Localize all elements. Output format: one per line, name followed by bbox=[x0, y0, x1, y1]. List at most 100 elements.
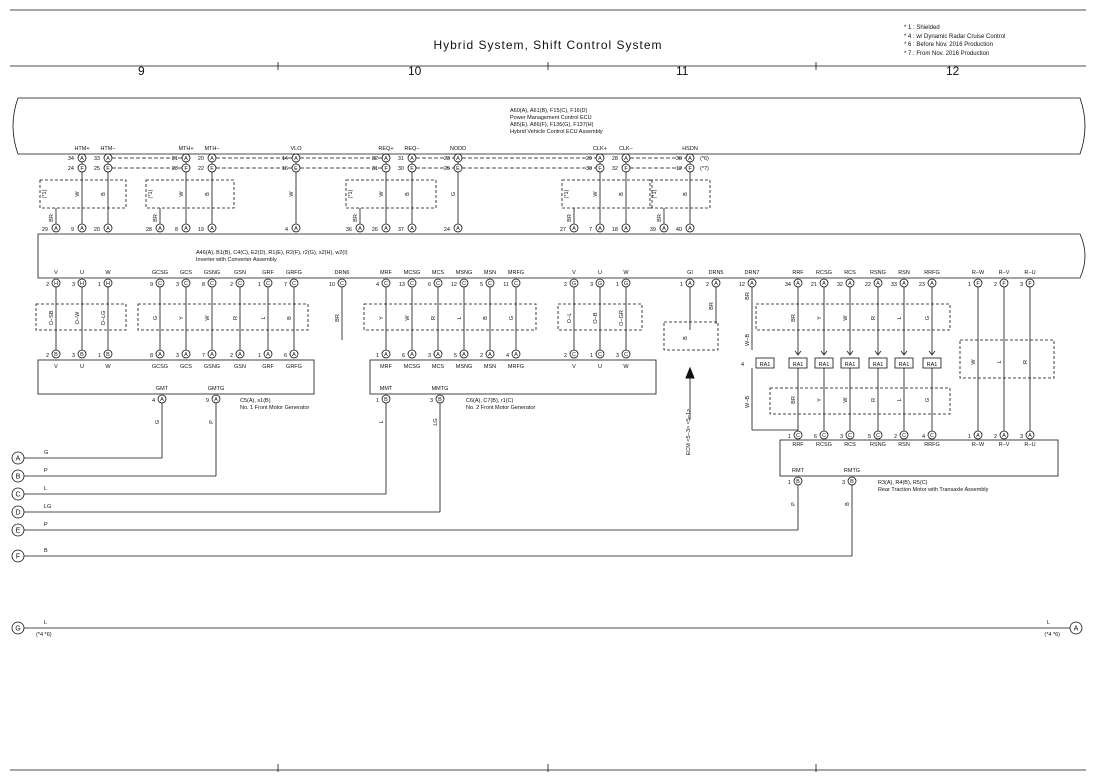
pin-number: 2 bbox=[564, 282, 567, 288]
connector-circle bbox=[11, 505, 25, 519]
wire-color: L bbox=[379, 420, 385, 423]
terminal-letter: F bbox=[80, 166, 84, 172]
terminal-letter: A bbox=[514, 352, 518, 358]
inverter-pin-label: GCSG bbox=[152, 270, 168, 276]
ecu-pin-label: CLK+ bbox=[593, 146, 607, 152]
connector-id: C bbox=[15, 492, 20, 499]
junction-label: RA1 bbox=[760, 362, 771, 368]
terminal-letter: C bbox=[514, 281, 518, 287]
terminal bbox=[381, 223, 391, 233]
inverter-pin-label: R−V bbox=[999, 270, 1010, 276]
pin-number: 1 bbox=[258, 282, 261, 288]
wire-color: W bbox=[593, 191, 599, 197]
terminal-letter: A bbox=[796, 281, 800, 287]
pin-number: 4 bbox=[285, 227, 288, 233]
pin-number: 30 bbox=[398, 166, 404, 172]
terminal bbox=[459, 349, 469, 359]
wire-color: BR bbox=[353, 214, 359, 222]
wire-color: G bbox=[155, 420, 161, 424]
shield-note: (*1) bbox=[564, 189, 570, 198]
inverter-pin-label: MSNG bbox=[456, 270, 473, 276]
terminal-letter: A bbox=[294, 156, 298, 162]
ecu-pin-label: MTH+ bbox=[178, 146, 193, 152]
terminal-letter: A bbox=[1002, 433, 1006, 439]
wire-color: L bbox=[997, 360, 1003, 363]
terminal-letter: F bbox=[624, 166, 628, 172]
inverter-pin-label: V bbox=[54, 270, 58, 276]
inverter-pin-label: GSN bbox=[234, 270, 246, 276]
wire-color: W bbox=[843, 315, 849, 321]
pin-number: 34 bbox=[785, 282, 791, 288]
wire-color: G bbox=[451, 192, 457, 196]
inverter-pin-label: MRF bbox=[380, 270, 393, 276]
terminal bbox=[973, 430, 983, 440]
wire-color: B bbox=[405, 192, 411, 196]
rear-label: R3(A), R4(B), R5(C) bbox=[878, 480, 928, 486]
pin-number: 7 bbox=[202, 353, 205, 359]
pin-number: 25 bbox=[94, 166, 100, 172]
terminal-letter: A bbox=[184, 226, 188, 232]
terminal bbox=[873, 430, 883, 440]
terminal-letter: A bbox=[238, 352, 242, 358]
terminal-letter: C bbox=[340, 281, 344, 287]
mg1-pin-label: GSNG bbox=[204, 364, 220, 370]
wire-color: BR bbox=[335, 314, 341, 322]
pin-number: 1 bbox=[616, 282, 619, 288]
shield-group bbox=[755, 303, 951, 331]
terminal bbox=[77, 349, 87, 359]
arrow bbox=[820, 350, 828, 356]
pin-number: 1 bbox=[376, 398, 379, 404]
rear-pin-label: RRFG bbox=[924, 442, 940, 448]
pin-number: 29 bbox=[586, 156, 592, 162]
mg2-pin-label: MRF bbox=[380, 364, 393, 370]
terminal-letter: C bbox=[624, 352, 628, 358]
terminal-letter: A bbox=[54, 226, 58, 232]
pin-number: 1 bbox=[258, 353, 261, 359]
terminal-letter: A bbox=[214, 397, 218, 403]
terminal-letter: F bbox=[688, 166, 692, 172]
pin-number: 9 bbox=[71, 227, 74, 233]
wire-color: L bbox=[897, 398, 903, 401]
rear-pin-label: RMT bbox=[792, 468, 805, 474]
terminal bbox=[407, 349, 417, 359]
ecu-pin-label: HSDN bbox=[682, 146, 698, 152]
pin-number: 12 bbox=[739, 282, 745, 288]
pin-number: 1 bbox=[788, 480, 791, 486]
terminal-letter: H bbox=[106, 281, 110, 287]
mg1-pin-label: W bbox=[105, 364, 111, 370]
wire-color: B bbox=[683, 192, 689, 196]
shield-group bbox=[557, 303, 643, 331]
terminal-letter: A bbox=[410, 226, 414, 232]
wire-color: B bbox=[44, 548, 48, 554]
inverter-pin-label: RSNG bbox=[870, 270, 886, 276]
ecu-label: Hybrid Vehicle Control ECU Assembly bbox=[510, 129, 603, 135]
diagram-title: Hybrid System, Shift Control System bbox=[433, 38, 663, 52]
terminal-letter: C bbox=[292, 281, 296, 287]
shield-group bbox=[649, 179, 711, 209]
mg2-pin-label: MMTG bbox=[432, 386, 449, 392]
wire-color: O−L bbox=[567, 313, 573, 324]
terminal-letter: A bbox=[210, 156, 214, 162]
pin-number: 12 bbox=[451, 282, 457, 288]
pin-number: 5 bbox=[454, 353, 457, 359]
inverter-pin-label: DRN5 bbox=[709, 270, 724, 276]
variant-note: (*7) bbox=[700, 166, 709, 172]
ecu-label: A85(E), A86(F), F136(G), F137(H) bbox=[510, 122, 594, 128]
shield-group bbox=[35, 303, 127, 331]
terminal-letter: B bbox=[850, 479, 854, 485]
terminal-letter: A bbox=[106, 156, 110, 162]
terminal-letter: A bbox=[410, 156, 414, 162]
terminal-letter: C bbox=[410, 281, 414, 287]
pin-number: 3 bbox=[428, 353, 431, 359]
pin-number: 7 bbox=[589, 227, 592, 233]
terminal-letter: C bbox=[488, 281, 492, 287]
terminal-letter: H bbox=[54, 281, 58, 287]
inverter-pin-label: RRF bbox=[792, 270, 804, 276]
pin-number: 9 bbox=[150, 282, 153, 288]
terminal-letter: C bbox=[238, 281, 242, 287]
arrow bbox=[846, 350, 854, 356]
terminal-letter: C bbox=[876, 433, 880, 439]
wire-color: B bbox=[101, 192, 107, 196]
wire-color: W bbox=[971, 359, 977, 365]
pin-number: 30 bbox=[676, 156, 682, 162]
